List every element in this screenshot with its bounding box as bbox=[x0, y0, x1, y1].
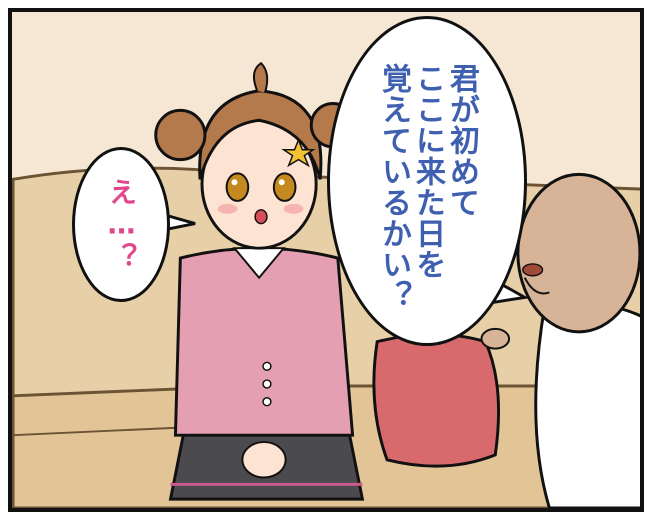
man-shirt bbox=[534, 302, 640, 508]
man-dialogue-line-2: ここに来た日を bbox=[410, 63, 445, 281]
girl-hair bbox=[198, 89, 323, 180]
man-dialogue: 君が初めて ここに来た日を 覚えているかい？ bbox=[376, 63, 479, 312]
man-dialogue-line-3: 覚えているかい？ bbox=[376, 63, 411, 312]
girl-cardigan bbox=[173, 246, 355, 437]
red-cushion bbox=[372, 332, 500, 468]
girl-bun-left bbox=[154, 108, 207, 162]
girl-ahoge bbox=[252, 61, 269, 93]
girl-eye-left bbox=[225, 172, 250, 202]
girl-eye-right bbox=[272, 172, 297, 202]
speech-bubble-girl: え…？ bbox=[72, 147, 170, 302]
star-hairclip bbox=[281, 137, 316, 168]
girl-hands bbox=[241, 441, 287, 479]
man-hand bbox=[480, 327, 511, 350]
man-head bbox=[516, 172, 640, 334]
girl-dialogue: え…？ bbox=[105, 177, 138, 272]
speech-bubble-man: 君が初めて ここに来た日を 覚えているかい？ bbox=[327, 16, 527, 346]
manga-panel: え…？ 君が初めて ここに来た日を 覚えているかい？ bbox=[8, 8, 644, 512]
man-mouth bbox=[522, 263, 544, 277]
man-dialogue-line-1: 君が初めて bbox=[444, 63, 479, 219]
girl-mouth bbox=[254, 209, 268, 225]
